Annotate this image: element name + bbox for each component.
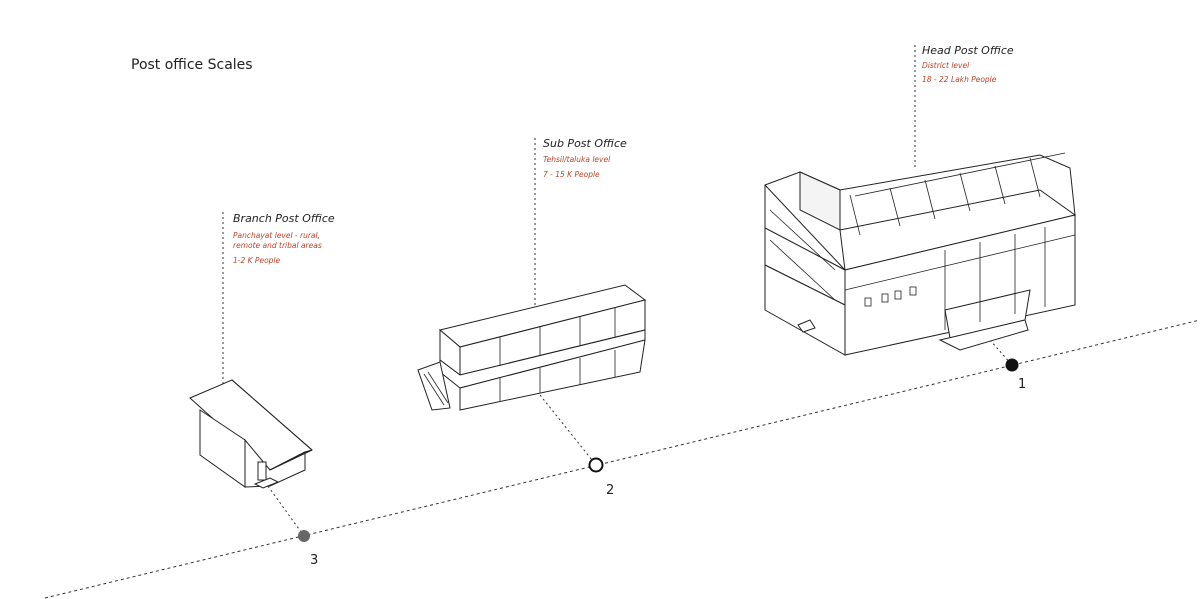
head-post-office-building xyxy=(764,152,1077,356)
office-population: 1-2 K People xyxy=(233,256,281,265)
office-population: 7 - 15 K People xyxy=(543,170,600,179)
page-title: Post office Scales xyxy=(131,57,253,73)
marker-label-2: 2 xyxy=(606,483,615,498)
marker-label-3: 3 xyxy=(310,553,319,568)
marker-1 xyxy=(1005,358,1019,372)
marker-3 xyxy=(298,530,310,542)
branch-post-office-building xyxy=(189,379,313,489)
office-population: 18 - 22 Lakh People xyxy=(922,75,997,84)
sub-office-label: Sub Post Office Tehsil/taluka level 7 - … xyxy=(543,137,627,180)
leader-lines xyxy=(222,45,1013,537)
office-name: Head Post Office xyxy=(922,44,1014,57)
head-office-label: Head Post Office District level 18 - 22 … xyxy=(922,44,1014,85)
sub-post-office-building xyxy=(417,284,647,411)
office-level-line1: Panchayat level - rural, xyxy=(233,231,320,240)
marker-label-1: 1 xyxy=(1018,377,1027,392)
office-level: Tehsil/taluka level xyxy=(543,155,611,164)
office-name: Sub Post Office xyxy=(543,137,627,150)
marker-2 xyxy=(588,457,604,473)
office-name: Branch Post Office xyxy=(233,212,335,225)
branch-office-label: Branch Post Office Panchayat level - rur… xyxy=(233,212,335,266)
office-level: District level xyxy=(922,61,970,70)
office-level-line2: remote and tribal areas xyxy=(233,241,322,250)
